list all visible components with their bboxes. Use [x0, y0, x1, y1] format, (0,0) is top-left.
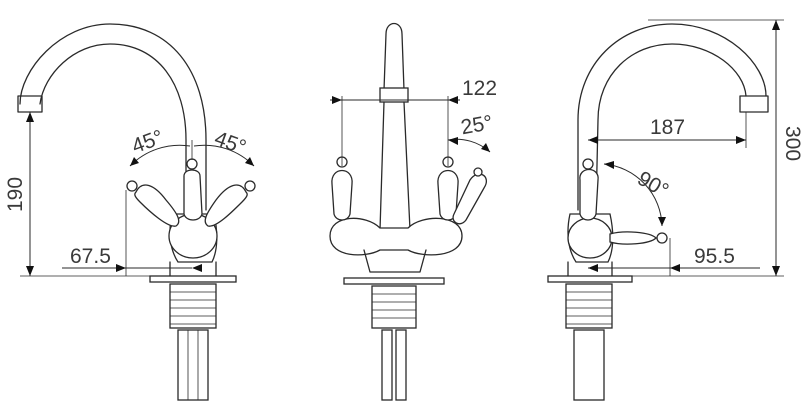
angle-25-label: 25°: [459, 111, 494, 139]
right-thread-lines: [566, 291, 612, 325]
right-handle-horizontal-knob: [656, 232, 668, 244]
left-thread-lines: [170, 291, 216, 325]
center-base-plate: [343, 277, 445, 285]
dim-190-arrow-bottom: [26, 266, 34, 276]
angle-45-left-label: 45°: [129, 126, 167, 158]
right-handle-upright-knob: [582, 158, 594, 170]
left-view: 190 67.5 45° 45°: [4, 23, 256, 401]
dim-300-arrow-bottom: [772, 266, 780, 276]
center-pipe-b: [395, 329, 407, 401]
angle-25-arrow-b: [481, 143, 490, 152]
dim-190-label: 190: [4, 177, 27, 212]
dim-67-label: 67.5: [70, 245, 111, 268]
dim-95-arrow-a: [588, 264, 598, 272]
right-body-hub: [567, 217, 613, 259]
dim-122-label: 122: [462, 77, 497, 100]
right-pipe: [573, 329, 605, 401]
angle-25-arrow-a: [448, 137, 458, 145]
angle-90-arrow-a: [604, 161, 614, 169]
center-handle-tilted-knob: [473, 167, 483, 177]
center-thread-nut: [371, 285, 417, 329]
left-handle-b-knob: [244, 180, 256, 192]
left-handle-a-knob: [126, 180, 138, 192]
angle-90-label: 90°: [633, 167, 672, 203]
dim-190-arrow-top: [26, 112, 34, 122]
left-neck: [169, 261, 217, 277]
dim-300-arrow-top: [772, 20, 780, 30]
dim-95-arrow-b: [670, 264, 680, 272]
center-spout-tip: [379, 87, 409, 103]
angle-90-arc: [603, 163, 663, 227]
left-handle-b: [204, 184, 248, 227]
angle-45-arrow-b: [245, 157, 254, 166]
center-body: [329, 217, 463, 256]
dim-122-arrow-b: [448, 96, 458, 104]
left-thread-nut: [169, 283, 217, 329]
angle-45-arrow-a: [130, 157, 139, 166]
dim-187-arrow-a: [588, 136, 598, 144]
left-spout: [19, 23, 207, 211]
angle-45-right-label: 45°: [211, 127, 249, 159]
right-handle-upright: [579, 168, 599, 221]
center-neck: [379, 101, 411, 231]
dim-122-arrow-a: [332, 96, 342, 104]
dim-67-arrow-a: [116, 264, 126, 272]
right-handle-horizontal: [609, 231, 657, 245]
dim-95-label: 95.5: [694, 245, 735, 268]
dim-67-arrow-b: [192, 264, 202, 272]
left-base-plate: [149, 275, 237, 283]
right-neck: [567, 261, 613, 277]
center-pipe-a: [381, 329, 393, 401]
left-handle-c-knob: [186, 158, 198, 170]
left-pipe-lines: [187, 330, 199, 400]
left-handle-a: [134, 184, 180, 227]
right-spout-tip: [739, 95, 769, 113]
left-pipe: [177, 329, 209, 401]
center-view: 122 25°: [329, 22, 497, 401]
left-handle-c: [183, 169, 203, 221]
right-base-plate: [547, 275, 633, 283]
right-view: 187 90° 95.5 300: [547, 19, 804, 401]
center-handle-left: [331, 169, 353, 221]
center-lower-body: [363, 249, 427, 273]
dim-187-label: 187: [650, 116, 685, 139]
right-spout: [577, 23, 767, 211]
center-thread-lines: [372, 293, 416, 319]
dim-300-label: 300: [781, 126, 804, 161]
right-thread-nut: [565, 283, 613, 329]
center-spout: [383, 22, 405, 91]
angle-90-arrow-b: [658, 217, 666, 226]
dim-187-arrow-b: [736, 136, 746, 144]
left-spout-tip: [17, 95, 43, 113]
